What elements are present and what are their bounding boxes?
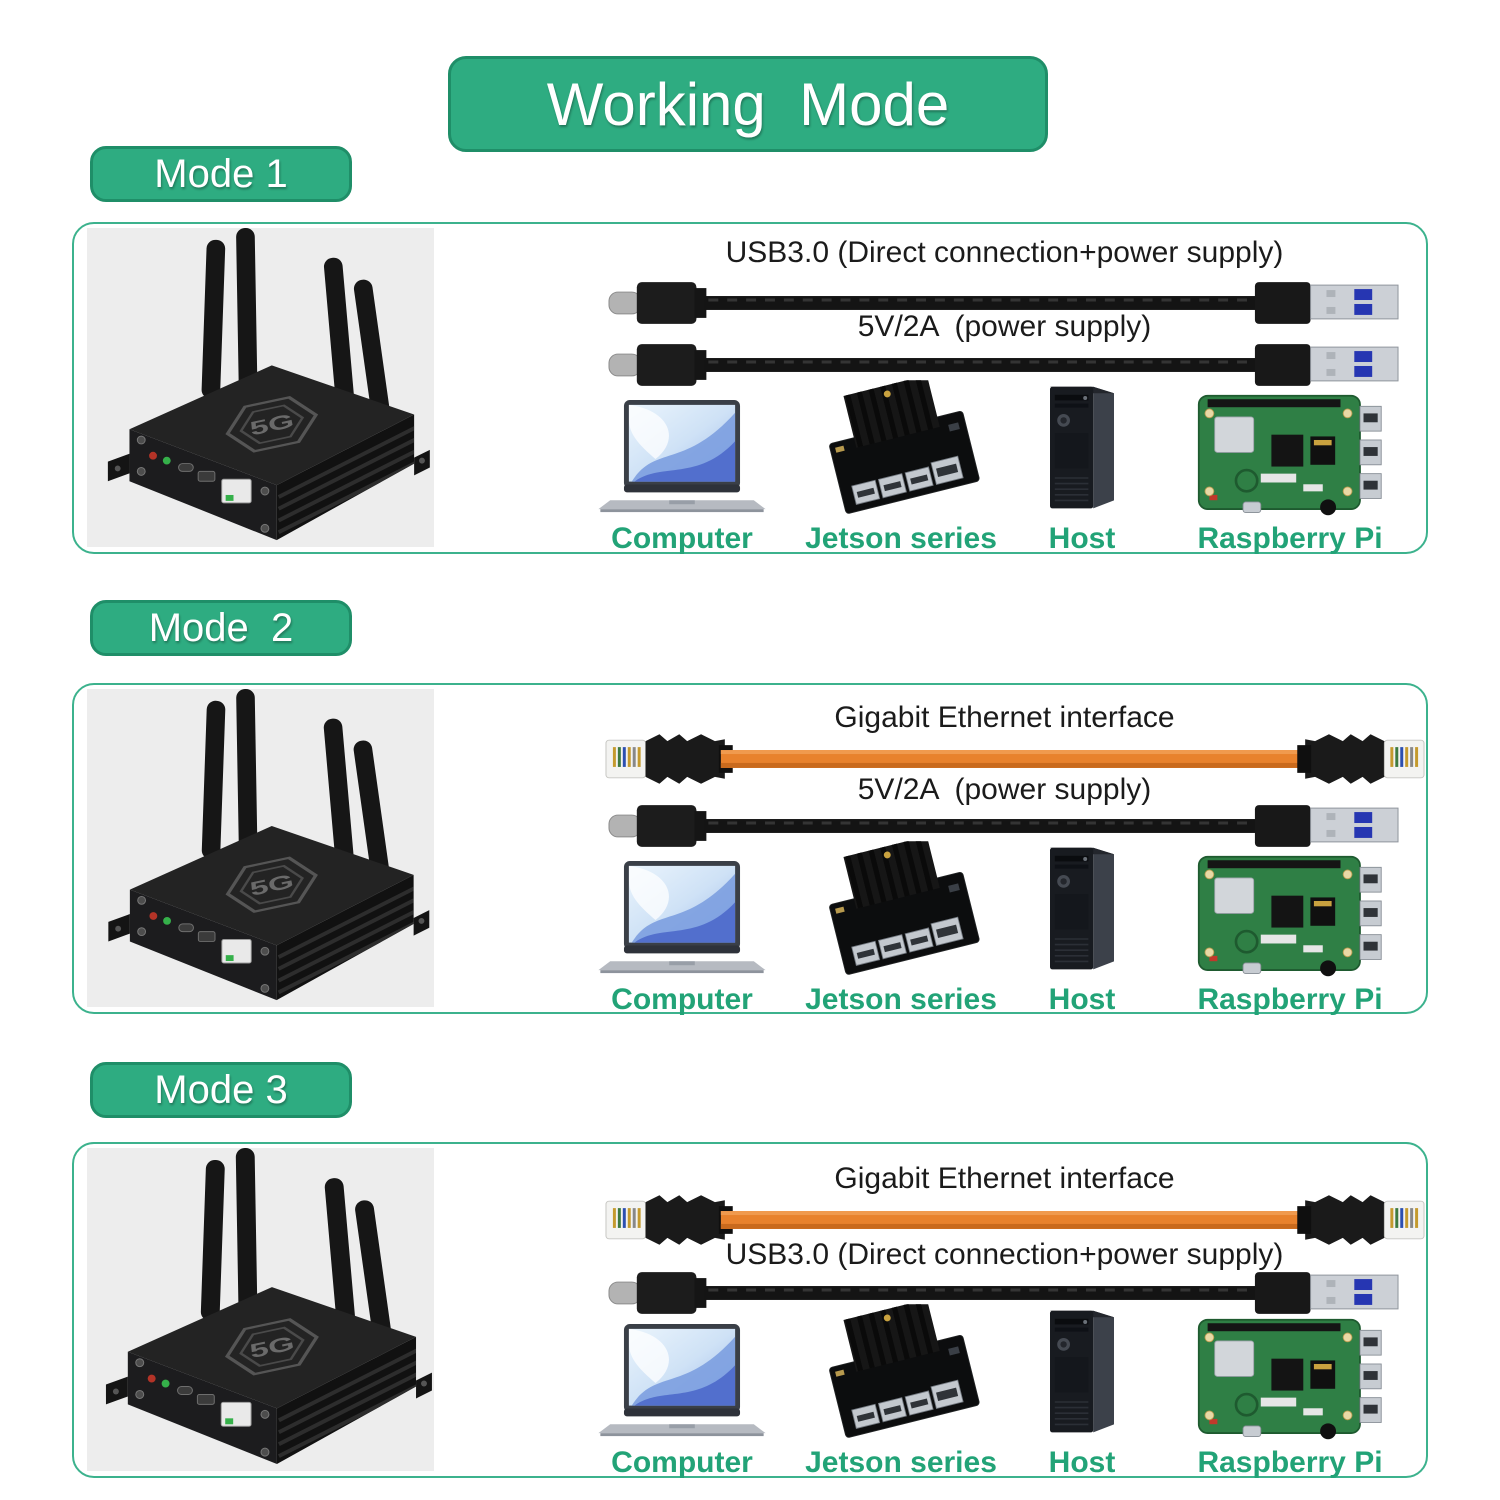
device-label: Raspberry Pi: [1197, 983, 1383, 1016]
jetson-board-icon: [815, 380, 987, 518]
jetson-board-icon: [815, 1304, 987, 1442]
5g-router-icon: [87, 228, 434, 547]
device-computer: Computer: [597, 380, 767, 556]
mode-3-badge: Mode 3: [90, 1062, 352, 1118]
device-label: Computer: [611, 522, 753, 555]
device-jetson: Jetson series: [805, 1304, 997, 1480]
laptop-icon: [598, 398, 766, 518]
mode-1-badge: Mode 1: [90, 146, 352, 202]
mode-3-panel: Gigabit Ethernet interface USB3.0 (Direc…: [72, 1142, 1428, 1480]
cable-label: Gigabit Ethernet interface: [834, 701, 1175, 734]
device-label: Raspberry Pi: [1197, 522, 1383, 555]
device-host: Host: [1032, 380, 1132, 556]
laptop-icon: [598, 859, 766, 979]
mode-2-badge: Mode 2: [90, 600, 352, 656]
device-jetson: Jetson series: [805, 841, 997, 1017]
device-label: Raspberry Pi: [1197, 1446, 1383, 1479]
5g-router-icon: [87, 1148, 434, 1471]
device-label: Host: [1048, 983, 1116, 1016]
cable-label: 5V/2A (power supply): [857, 310, 1152, 343]
device-label: Jetson series: [805, 1446, 997, 1479]
device-jetson: Jetson series: [805, 380, 997, 556]
device-computer: Computer: [597, 841, 767, 1017]
cable-label: USB3.0 (Direct connection+power supply): [725, 236, 1284, 269]
page-title: Working Mode: [448, 56, 1048, 152]
device-raspberry-pi: Raspberry Pi: [1185, 380, 1395, 556]
device-label: Host: [1048, 522, 1116, 555]
device-label: Computer: [611, 983, 753, 1016]
5g-router-icon: [87, 689, 434, 1007]
host-tower-icon: [1042, 843, 1122, 979]
router-photo: [87, 228, 434, 547]
device-label: Jetson series: [805, 983, 997, 1016]
jetson-board-icon: [815, 841, 987, 979]
cable-label: USB3.0 (Direct connection+power supply): [725, 1238, 1284, 1271]
device-label: Jetson series: [805, 522, 997, 555]
laptop-icon: [598, 1322, 766, 1442]
device-raspberry-pi: Raspberry Pi: [1185, 1304, 1395, 1480]
router-photo: [87, 1148, 434, 1471]
device-raspberry-pi: Raspberry Pi: [1185, 841, 1395, 1017]
mode-1-panel: USB3.0 (Direct connection+power supply) …: [72, 222, 1428, 556]
host-tower-icon: [1042, 1306, 1122, 1442]
router-photo: [87, 689, 434, 1007]
device-host: Host: [1032, 1304, 1132, 1480]
cable-label: Gigabit Ethernet interface: [834, 1162, 1175, 1195]
device-label: Computer: [611, 1446, 753, 1479]
device-host: Host: [1032, 841, 1132, 1017]
raspberry-pi-icon: [1197, 385, 1383, 518]
cable-label: 5V/2A (power supply): [857, 773, 1152, 806]
host-tower-icon: [1042, 382, 1122, 518]
device-computer: Computer: [597, 1304, 767, 1480]
raspberry-pi-icon: [1197, 1309, 1383, 1442]
device-label: Host: [1048, 1446, 1116, 1479]
mode-2-panel: Gigabit Ethernet interface 5V/2A (power …: [72, 683, 1428, 1017]
raspberry-pi-icon: [1197, 846, 1383, 979]
